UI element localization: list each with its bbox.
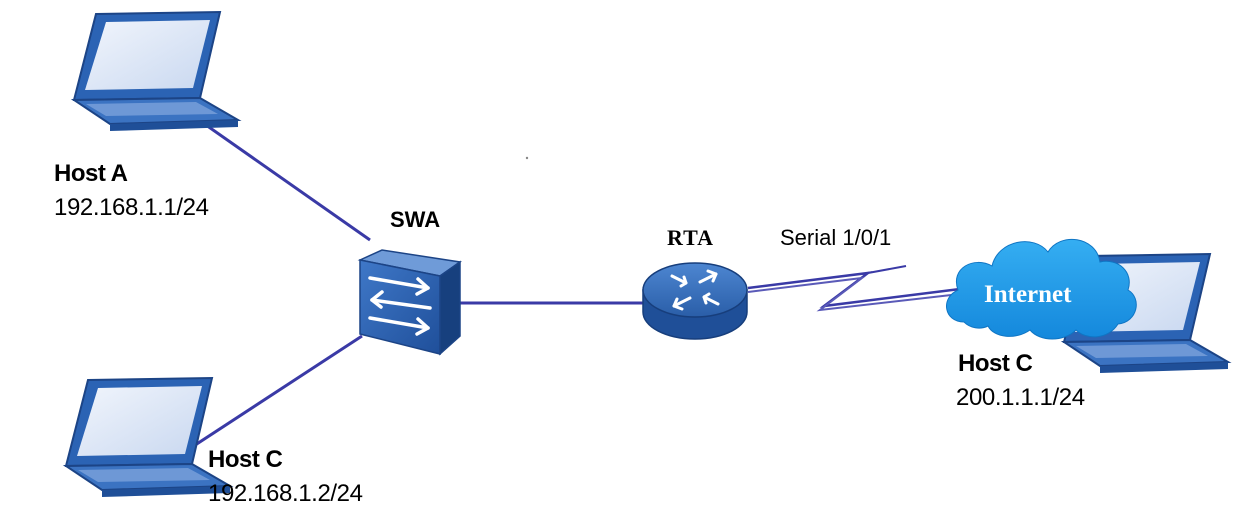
serial-link-label: Serial 1/0/1 xyxy=(780,225,892,250)
laptop-icon xyxy=(73,11,239,132)
host-c-wan-ip: 200.1.1.1/24 xyxy=(956,384,1085,411)
cloud-label: Internet xyxy=(984,281,1072,308)
router-icon xyxy=(642,262,748,340)
router-name: RTA xyxy=(667,225,715,250)
stray-dot xyxy=(525,156,529,160)
host-c-lan-ip: 192.168.1.2/24 xyxy=(208,480,363,507)
cloud-icon xyxy=(946,238,1137,340)
serial-link-shadow xyxy=(747,276,961,312)
switch-icon xyxy=(357,249,462,356)
host-c-wan-name: Host C xyxy=(958,350,1033,377)
switch-name: SWA xyxy=(390,207,441,232)
serial-link-extension xyxy=(867,265,907,274)
host-c-lan-name: Host C xyxy=(208,446,283,473)
host-a-name: Host A xyxy=(54,160,128,187)
host-a-ip: 192.168.1.1/24 xyxy=(54,194,209,221)
links xyxy=(159,102,961,470)
serial-link xyxy=(747,271,961,308)
